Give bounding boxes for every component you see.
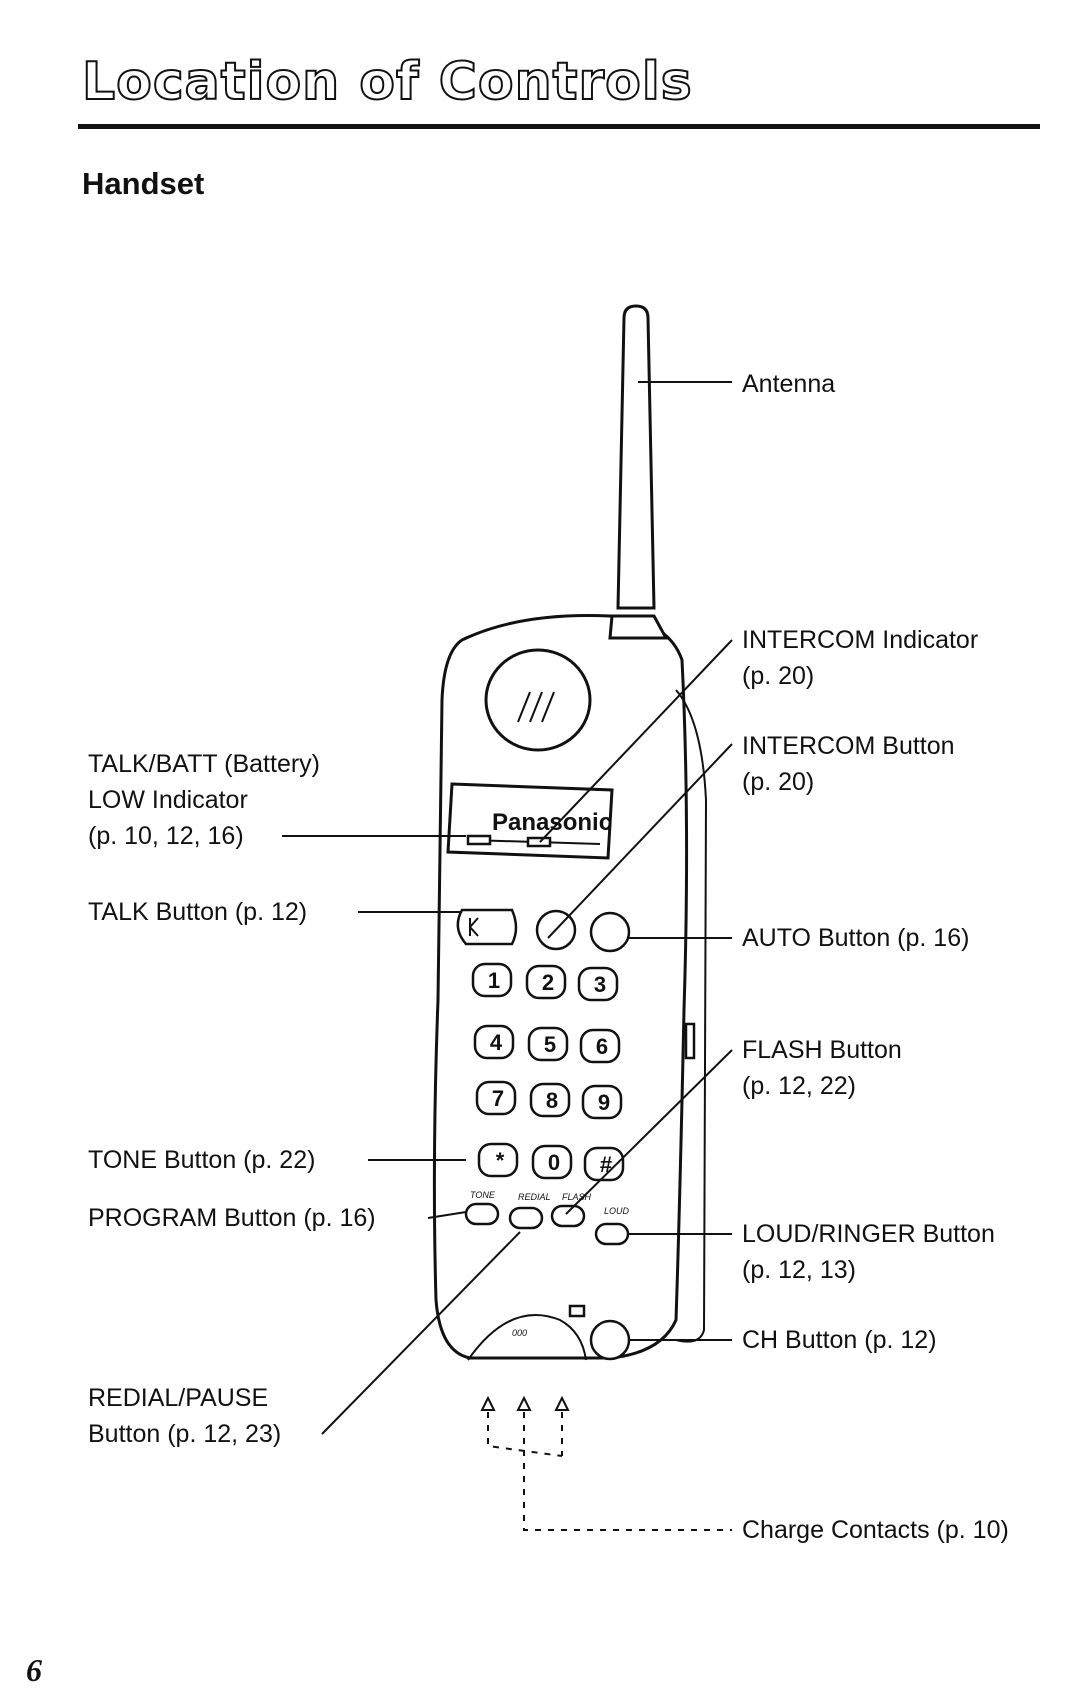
key-label: 8 bbox=[546, 1088, 558, 1113]
key-4[interactable]: 4 bbox=[473, 1024, 515, 1060]
ch-indicator bbox=[568, 1304, 586, 1318]
loud-ringer-button[interactable] bbox=[594, 1222, 630, 1246]
section-heading: Handset bbox=[82, 166, 205, 201]
key-0[interactable]: 0 bbox=[531, 1144, 573, 1180]
svg-text:REDIAL: REDIAL bbox=[518, 1192, 551, 1202]
label-antenna: Antenna bbox=[742, 370, 836, 398]
label-ch-button: CH Button (p. 12) bbox=[742, 1326, 937, 1354]
svg-text:000: 000 bbox=[512, 1328, 527, 1338]
key-label: * bbox=[496, 1148, 505, 1173]
svg-text:LOUD: LOUD bbox=[604, 1206, 630, 1216]
label-program-button: PROGRAM Button (p. 16) bbox=[88, 1204, 376, 1232]
svg-text:FLASH: FLASH bbox=[562, 1192, 592, 1202]
key-label: 0 bbox=[548, 1150, 560, 1175]
key-9[interactable]: 9 bbox=[581, 1084, 623, 1120]
label-auto-button: AUTO Button (p. 16) bbox=[742, 924, 970, 952]
label-intercom-button: INTERCOM Button(p. 20) bbox=[742, 732, 955, 796]
key-label: 6 bbox=[596, 1034, 608, 1059]
key-3[interactable]: 3 bbox=[577, 966, 619, 1002]
program-button[interactable] bbox=[464, 1202, 500, 1226]
page-title: Location of Controls bbox=[81, 51, 693, 113]
label-tone-button: TONE Button (p. 22) bbox=[88, 1146, 316, 1174]
side-button bbox=[684, 1022, 696, 1060]
key-label: 9 bbox=[598, 1090, 610, 1115]
label-talk-batt-low: TALK/BATT (Battery)LOW Indicator(p. 10, … bbox=[88, 750, 320, 850]
page-number: 6 bbox=[26, 1652, 42, 1688]
label-intercom-indicator: INTERCOM Indicator(p. 20) bbox=[742, 626, 979, 690]
mouthpiece bbox=[467, 1314, 587, 1361]
key-7[interactable]: 7 bbox=[475, 1080, 517, 1116]
label-flash-button: FLASH Button(p. 12, 22) bbox=[742, 1036, 902, 1100]
flash-button[interactable] bbox=[550, 1204, 586, 1228]
key-label: 1 bbox=[488, 968, 500, 993]
redial-pause-button[interactable] bbox=[508, 1206, 544, 1230]
key-5[interactable]: 5 bbox=[527, 1026, 569, 1062]
key-label: 2 bbox=[542, 970, 554, 995]
label-loud-ringer-button: LOUD/RINGER Button(p. 12, 13) bbox=[742, 1220, 995, 1284]
key-2[interactable]: 2 bbox=[525, 964, 567, 1000]
charge-contacts bbox=[480, 1395, 732, 1531]
antenna-shape bbox=[616, 304, 656, 610]
key-label: 3 bbox=[594, 972, 606, 997]
key-8[interactable]: 8 bbox=[529, 1082, 571, 1118]
key-star[interactable]: * bbox=[477, 1142, 519, 1178]
key-6[interactable]: 6 bbox=[579, 1028, 621, 1064]
leader-lines bbox=[282, 381, 733, 1435]
key-1[interactable]: 1 bbox=[471, 962, 513, 998]
label-charge-contacts: Charge Contacts (p. 10) bbox=[742, 1516, 1009, 1544]
key-label: 5 bbox=[544, 1032, 556, 1057]
key-label: 4 bbox=[490, 1030, 503, 1055]
key-label: 7 bbox=[492, 1086, 504, 1111]
intercom-indicator bbox=[526, 836, 552, 848]
label-talk-button: TALK Button (p. 12) bbox=[88, 898, 308, 926]
brand-label: Panasonic bbox=[492, 809, 612, 836]
svg-text:TONE: TONE bbox=[470, 1190, 496, 1200]
antenna-collar bbox=[608, 614, 669, 640]
ch-button[interactable] bbox=[589, 1319, 631, 1361]
talk-button[interactable] bbox=[456, 908, 518, 946]
auto-button[interactable] bbox=[589, 911, 631, 953]
talk-batt-low-indicator bbox=[466, 834, 492, 846]
title-rule bbox=[78, 124, 1040, 129]
